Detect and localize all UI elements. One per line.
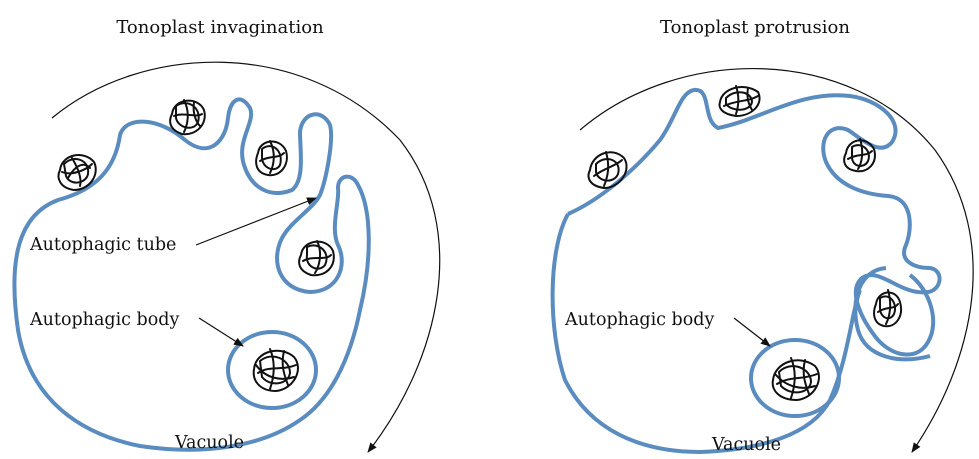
autophagic-body-cargo <box>773 358 819 400</box>
panel-protrusion: Tonoplast protrusion <box>553 17 974 455</box>
cell-boundary-arrow <box>52 62 440 452</box>
autophagic-body-cargo <box>254 349 298 391</box>
tonoplast-membrane <box>553 90 940 452</box>
label-autophagic-tube: Autophagic tube <box>29 235 176 255</box>
cytoplasm-cargo-2 <box>720 86 760 116</box>
cytoplasm-cargo-1 <box>589 152 627 188</box>
label-vacuole-left: Vacuole <box>174 433 244 453</box>
cytoplasm-cargo-2 <box>170 100 205 134</box>
label-vacuole-right: Vacuole <box>711 435 781 455</box>
arrow-autophagic-body-left <box>199 318 243 346</box>
label-autophagic-body-left: Autophagic body <box>29 310 179 330</box>
cell-boundary-arrow <box>580 69 973 452</box>
cytoplasm-cargo-3 <box>256 141 287 175</box>
panel-invagination: Tonoplast invagination <box>14 17 439 453</box>
label-autophagic-body-right: Autophagic body <box>564 310 714 330</box>
cytoplasm-cargo-4 <box>299 241 334 275</box>
arrow-autophagic-body-right <box>734 318 770 346</box>
panel-title-protrusion: Tonoplast protrusion <box>660 17 850 38</box>
cytoplasm-cargo-3 <box>844 139 875 171</box>
panel-title-invagination: Tonoplast invagination <box>116 17 324 38</box>
cytoplasm-cargo-4 <box>874 290 901 326</box>
autophagic-body-membrane <box>228 332 316 408</box>
